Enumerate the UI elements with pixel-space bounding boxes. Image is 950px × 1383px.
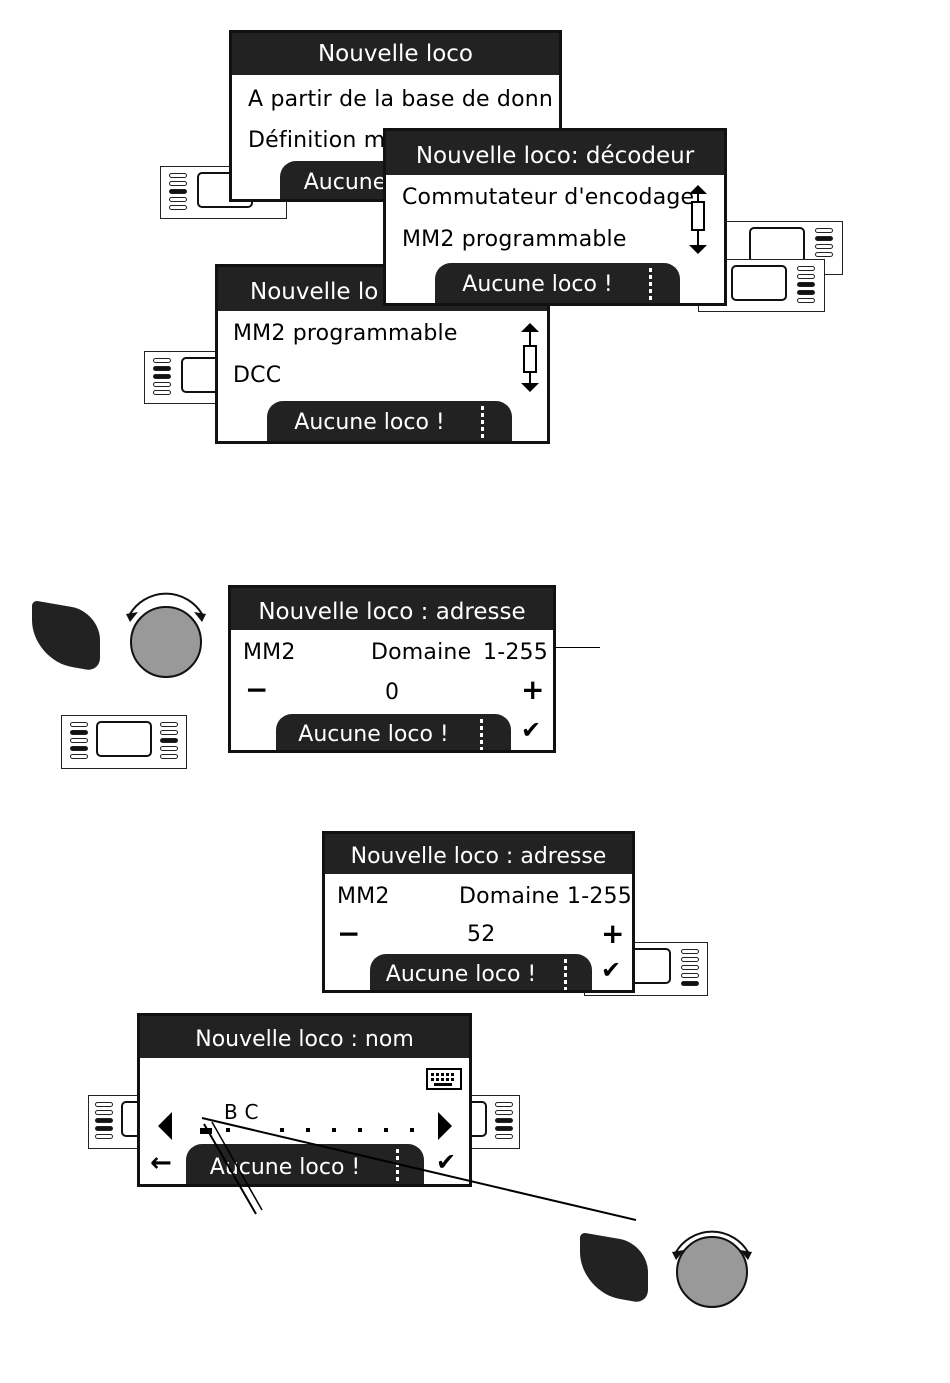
scroll-thumb[interactable]	[691, 201, 705, 231]
no-loco-button[interactable]: Aucune loco !	[267, 401, 512, 441]
name-placeholder-dots	[226, 1128, 414, 1132]
no-loco-button-label: Aucune loco !	[462, 272, 613, 297]
menu-dots-icon	[649, 268, 652, 303]
device-icon	[144, 351, 221, 404]
no-loco-button-label: Aucune loco !	[385, 962, 537, 987]
name-letters: B C	[224, 1100, 259, 1124]
lcd-screen-address: Nouvelle loco : adresse MM2 Domaine 1-25…	[228, 585, 556, 753]
menu-dots-icon	[396, 1149, 399, 1184]
screen-title: Nouvelle loco : adresse	[325, 834, 632, 874]
range-label: Domaine	[459, 884, 560, 909]
rotary-knob-icon[interactable]	[116, 582, 216, 682]
menu-item-manual-definition[interactable]: Définition m	[248, 128, 386, 153]
scroll-down-icon[interactable]	[689, 245, 707, 254]
range-value: 1-255	[567, 884, 632, 909]
range-value: 1-255	[483, 640, 548, 665]
cursor-right-icon[interactable]	[436, 1112, 452, 1140]
no-loco-button-label: Aucune loco !	[294, 410, 445, 435]
scroll-bar[interactable]	[521, 323, 539, 392]
lcd-screen-decoder-top: Nouvelle loco: décodeur Commutateur d'en…	[383, 128, 727, 306]
back-arrow-icon[interactable]: ←	[150, 1148, 172, 1178]
screen-title: Nouvelle loco : adresse	[231, 588, 553, 630]
keyboard-icon[interactable]	[426, 1068, 462, 1090]
screen-title: Nouvelle loco	[232, 33, 559, 75]
protocol-label: MM2	[243, 640, 296, 665]
rotary-knob-icon[interactable]	[662, 1220, 762, 1320]
no-loco-button[interactable]: Aucune loco !	[370, 954, 592, 990]
scroll-up-icon[interactable]	[689, 185, 707, 194]
plus-icon[interactable]: +	[601, 917, 625, 950]
address-value: 52	[467, 922, 496, 947]
text-cursor	[200, 1128, 212, 1134]
checkmark-icon[interactable]: ✔	[521, 716, 542, 744]
menu-item-dcc[interactable]: DCC	[233, 363, 282, 388]
menu-item-mm2[interactable]: MM2 programmable	[402, 227, 627, 252]
no-loco-button[interactable]: Aucune loco !	[276, 714, 511, 750]
no-loco-button-label: Aucune loco !	[298, 722, 449, 747]
screen-title: Nouvelle loco : nom	[140, 1016, 469, 1058]
scroll-down-icon[interactable]	[521, 383, 539, 392]
device-icon	[61, 715, 187, 769]
scroll-bar[interactable]	[689, 185, 707, 255]
minus-icon[interactable]: −	[245, 673, 269, 706]
checkmark-icon[interactable]: ✔	[601, 956, 622, 984]
menu-dots-icon	[564, 959, 567, 990]
range-label: Domaine	[371, 640, 472, 665]
screen-title: Nouvelle loco: décodeur	[386, 131, 724, 175]
scroll-up-icon[interactable]	[521, 323, 539, 332]
lcd-screen-address-52: Nouvelle loco : adresse MM2 Domaine 1-25…	[322, 831, 635, 993]
protocol-label: MM2	[337, 884, 390, 909]
address-value: 0	[385, 680, 400, 705]
no-loco-button[interactable]: Aucune loco !	[435, 263, 680, 303]
scroll-thumb[interactable]	[523, 345, 537, 373]
menu-item-mm2[interactable]: MM2 programmable	[233, 321, 458, 346]
checkmark-icon[interactable]: ✔	[436, 1148, 457, 1176]
menu-item-database[interactable]: A partir de la base de donn	[248, 87, 554, 112]
callout-line	[556, 647, 600, 648]
cursor-left-icon[interactable]	[158, 1112, 174, 1140]
menu-item-encoding-switch[interactable]: Commutateur d'encodage	[402, 185, 695, 210]
plus-icon[interactable]: +	[521, 673, 545, 706]
minus-icon[interactable]: −	[337, 917, 361, 950]
no-loco-button-label: Aucune	[303, 170, 387, 195]
menu-dots-icon	[481, 406, 484, 441]
menu-dots-icon	[480, 719, 483, 750]
